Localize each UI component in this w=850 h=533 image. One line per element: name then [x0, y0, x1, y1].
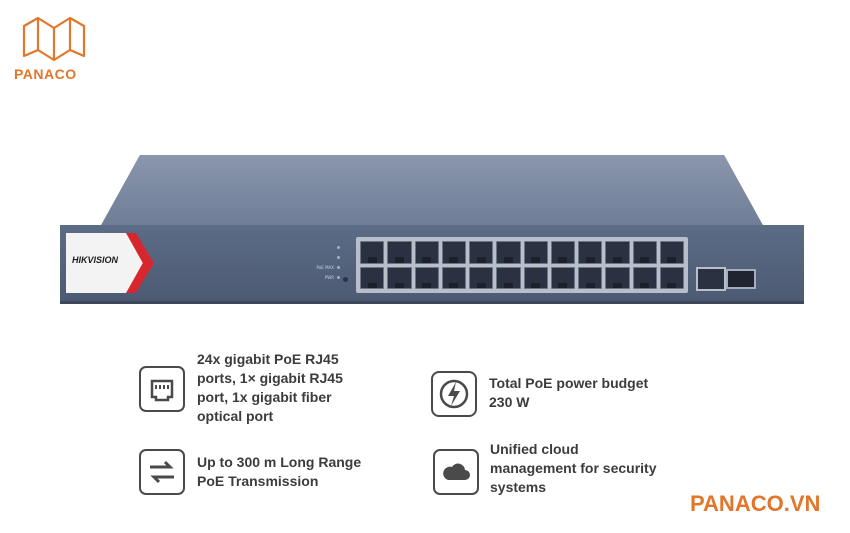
feature-range-text: Up to 300 m Long Range PoE Transmission [197, 454, 362, 489]
rj45-port [632, 266, 657, 289]
rj45-port [360, 266, 385, 289]
led-2 [300, 253, 340, 263]
led-1 [300, 243, 340, 253]
brand-name: HIKVISION [72, 255, 119, 265]
rj45-port [605, 266, 630, 289]
rj45-port [632, 241, 657, 264]
network-switch-image: HIKVISION PoE MAX PWR [60, 155, 804, 305]
feature-ports-text: 24x gigabit PoE RJ45 ports, 1× gigabit R… [197, 351, 343, 424]
rj45-port [578, 241, 603, 264]
feature-power-text: Total PoE power budget 230 W [489, 375, 649, 410]
rj45-port [360, 241, 385, 264]
switch-top-panel [100, 155, 764, 227]
reset-button [343, 277, 348, 282]
status-leds: PoE MAX PWR [300, 243, 340, 283]
led-poe-max: PoE MAX [300, 263, 340, 273]
uplink-rj45-port [696, 267, 726, 291]
rj45-port [523, 241, 548, 264]
rj45-port [550, 241, 575, 264]
rj45-port [441, 266, 466, 289]
lightning-bolt-icon [431, 371, 477, 417]
rj45-port [523, 266, 548, 289]
brand-plate [66, 233, 144, 293]
sfp-fiber-port [726, 269, 756, 289]
rj45-port [496, 241, 521, 264]
transfer-arrows-icon [139, 449, 185, 495]
rj45-port [659, 266, 684, 289]
book-logo-icon [22, 16, 86, 62]
logo-text: PANACO [14, 66, 77, 82]
rj45-port [578, 266, 603, 289]
ethernet-port-icon [139, 366, 185, 412]
feature-cloud-text: Unified cloud management for security sy… [490, 441, 657, 495]
panaco-logo: PANACO [14, 12, 94, 84]
website-url: PANACO.VN [690, 491, 821, 516]
rj45-port [550, 266, 575, 289]
rj45-port [659, 241, 684, 264]
rj45-port [496, 266, 521, 289]
rj45-port [469, 266, 494, 289]
rj45-port [414, 266, 439, 289]
rj45-port-array [356, 237, 688, 293]
switch-front-panel: HIKVISION PoE MAX PWR [60, 225, 804, 304]
rj45-port [469, 241, 494, 264]
rj45-port [605, 241, 630, 264]
led-pwr: PWR [300, 273, 340, 283]
rj45-port [387, 266, 412, 289]
rj45-port [387, 241, 412, 264]
cloud-icon [433, 449, 479, 495]
rj45-port [414, 241, 439, 264]
rj45-port [441, 241, 466, 264]
